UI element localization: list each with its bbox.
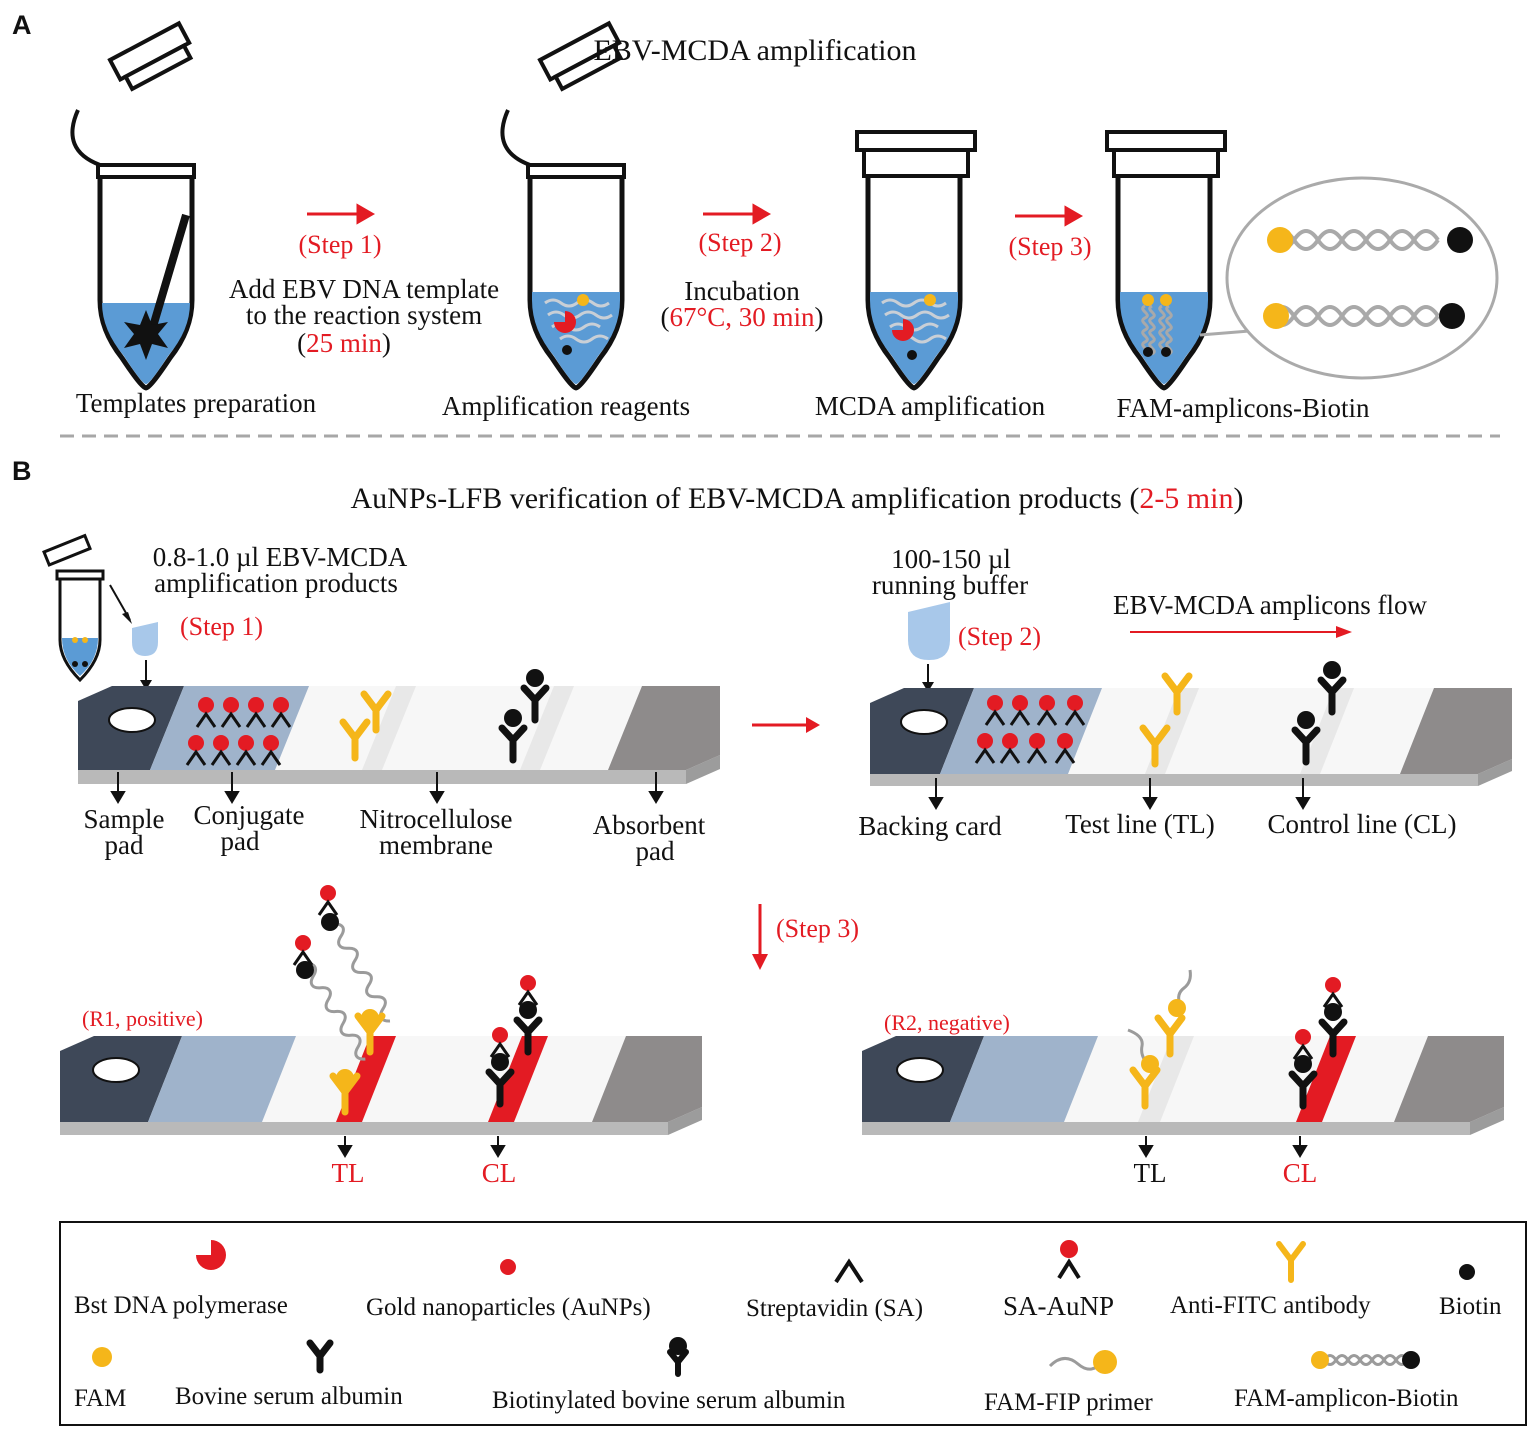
legend-aunp: Gold nanoparticles (AuNPs) xyxy=(366,1294,651,1321)
biotin-icon xyxy=(1459,1264,1475,1280)
step-2-desc: Incubation xyxy=(684,276,800,306)
part-arrows-2 xyxy=(928,778,1311,810)
flow-label: EBV-MCDA amplicons flow xyxy=(1112,590,1428,620)
sa-aunp-icon xyxy=(1057,1240,1081,1280)
r1-cl-label: CL xyxy=(481,1158,517,1188)
label-fam-amplicons-biotin: FAM-amplicons-Biotin xyxy=(1116,393,1370,423)
part-conjugate-line2: pad xyxy=(220,826,260,856)
legend-sa-aunp: SA-AuNP xyxy=(1003,1291,1115,1321)
step-3-label-b: (Step 3) xyxy=(776,914,860,943)
bst-polymerase-icon xyxy=(196,1240,226,1270)
label-mcda-amplification: MCDA amplification xyxy=(814,391,1046,421)
products-line1: 0.8-1.0 µl EBV-MCDA xyxy=(152,542,408,572)
legend-bbsa: Biotinylated bovine serum albumin xyxy=(492,1387,846,1414)
fam-icon xyxy=(92,1347,112,1367)
r1-tl-label: TL xyxy=(331,1158,365,1188)
part-arrows-1 xyxy=(110,772,664,804)
amplicon-zoom-bubble xyxy=(1199,176,1499,380)
legend-sa: Streptavidin (SA) xyxy=(746,1295,924,1322)
panel-a-letter: A xyxy=(12,10,32,40)
buffer-line1: 100-150 µl xyxy=(891,544,1011,574)
r2-cl-label: CL xyxy=(1282,1158,1318,1188)
anti-fitc-icon xyxy=(1276,1241,1306,1283)
part-nitro-line2: membrane xyxy=(379,830,493,860)
step-2-label-a: (Step 2) xyxy=(698,228,782,257)
step-1-desc-line2: to the reaction system xyxy=(245,300,483,330)
result-arrows-r2 xyxy=(1138,1136,1308,1158)
streptavidin-icon xyxy=(834,1258,864,1284)
fam-amplicon-biotin-icon xyxy=(1311,1351,1420,1369)
buffer-line2: running buffer xyxy=(871,570,1029,600)
positive-complex xyxy=(292,883,539,1112)
panel-b-title: AuNPs-LFB verification of EBV-MCDA ampli… xyxy=(350,482,1244,515)
negative-complex xyxy=(1127,969,1344,1106)
part-control-line: Control line (CL) xyxy=(1267,809,1457,839)
part-conjugate-line1: Conjugate xyxy=(193,800,305,830)
part-absorbent-line2: pad xyxy=(635,836,675,866)
biotinylated-bsa-icon xyxy=(667,1337,689,1377)
panel-a-title: EBV-MCDA amplification xyxy=(593,34,917,67)
step-1-label-a: (Step 1) xyxy=(298,230,382,259)
result-r2-label: (R2, negative) xyxy=(884,1010,1010,1035)
legend-biotin: Biotin xyxy=(1439,1293,1502,1320)
drop-products xyxy=(132,622,158,656)
tube-template-preparation xyxy=(70,20,196,391)
products-line2: amplification products xyxy=(154,568,398,598)
lfb-strip-r2 xyxy=(862,1036,1504,1135)
legend-bst: Bst DNA polymerase xyxy=(74,1292,288,1319)
label-amplification-reagents: Amplification reagents xyxy=(441,391,691,421)
aunp-icon xyxy=(500,1259,516,1275)
part-test-line: Test line (TL) xyxy=(1065,809,1215,839)
step-2-label-b: (Step 2) xyxy=(958,622,1042,651)
step-1-desc-line1: Add EBV DNA template xyxy=(228,274,500,304)
part-sample-line1: Sample xyxy=(83,804,165,834)
bsa-icon xyxy=(306,1339,334,1374)
legend-fitc: Anti-FITC antibody xyxy=(1170,1292,1371,1319)
step-2-cond: (67°C, 30 min) xyxy=(660,302,824,332)
part-backing-card: Backing card xyxy=(858,811,1002,841)
lfb-strip-r1 xyxy=(60,1036,702,1135)
lfb-strip-2 xyxy=(870,688,1512,786)
lfb-strip-1 xyxy=(78,686,720,784)
result-arrows-r1 xyxy=(337,1136,506,1158)
small-tube xyxy=(42,533,105,683)
fam-fip-primer-icon xyxy=(1048,1350,1117,1374)
panel-b-letter: B xyxy=(12,456,32,486)
part-absorbent-line1: Absorbent xyxy=(592,810,706,840)
tube-amplification-reagents xyxy=(500,20,626,391)
step-1-label-b: (Step 1) xyxy=(180,612,264,641)
part-nitro-line1: Nitrocellulose xyxy=(359,804,513,834)
legend-amplicon: FAM-amplicon-Biotin xyxy=(1234,1385,1459,1412)
tube-mcda-amplification xyxy=(855,130,977,391)
r2-tl-label: TL xyxy=(1133,1158,1167,1188)
step-3-label-a: (Step 3) xyxy=(1008,232,1092,261)
drop-buffer xyxy=(908,602,950,660)
legend-box xyxy=(59,1221,1527,1426)
step-1-time: (25 min) xyxy=(297,328,391,358)
legend-fip: FAM-FIP primer xyxy=(984,1389,1153,1416)
label-templates-preparation: Templates preparation xyxy=(75,388,317,418)
step-arrows-a xyxy=(307,203,1084,227)
legend-symbols xyxy=(92,1240,1475,1377)
result-r1-label: (R1, positive) xyxy=(82,1006,203,1031)
part-sample-line2: pad xyxy=(104,830,144,860)
legend-bsa: Bovine serum albumin xyxy=(175,1383,403,1410)
tube-fam-amplicons-biotin xyxy=(1105,130,1227,391)
legend-fam: FAM xyxy=(74,1385,127,1412)
